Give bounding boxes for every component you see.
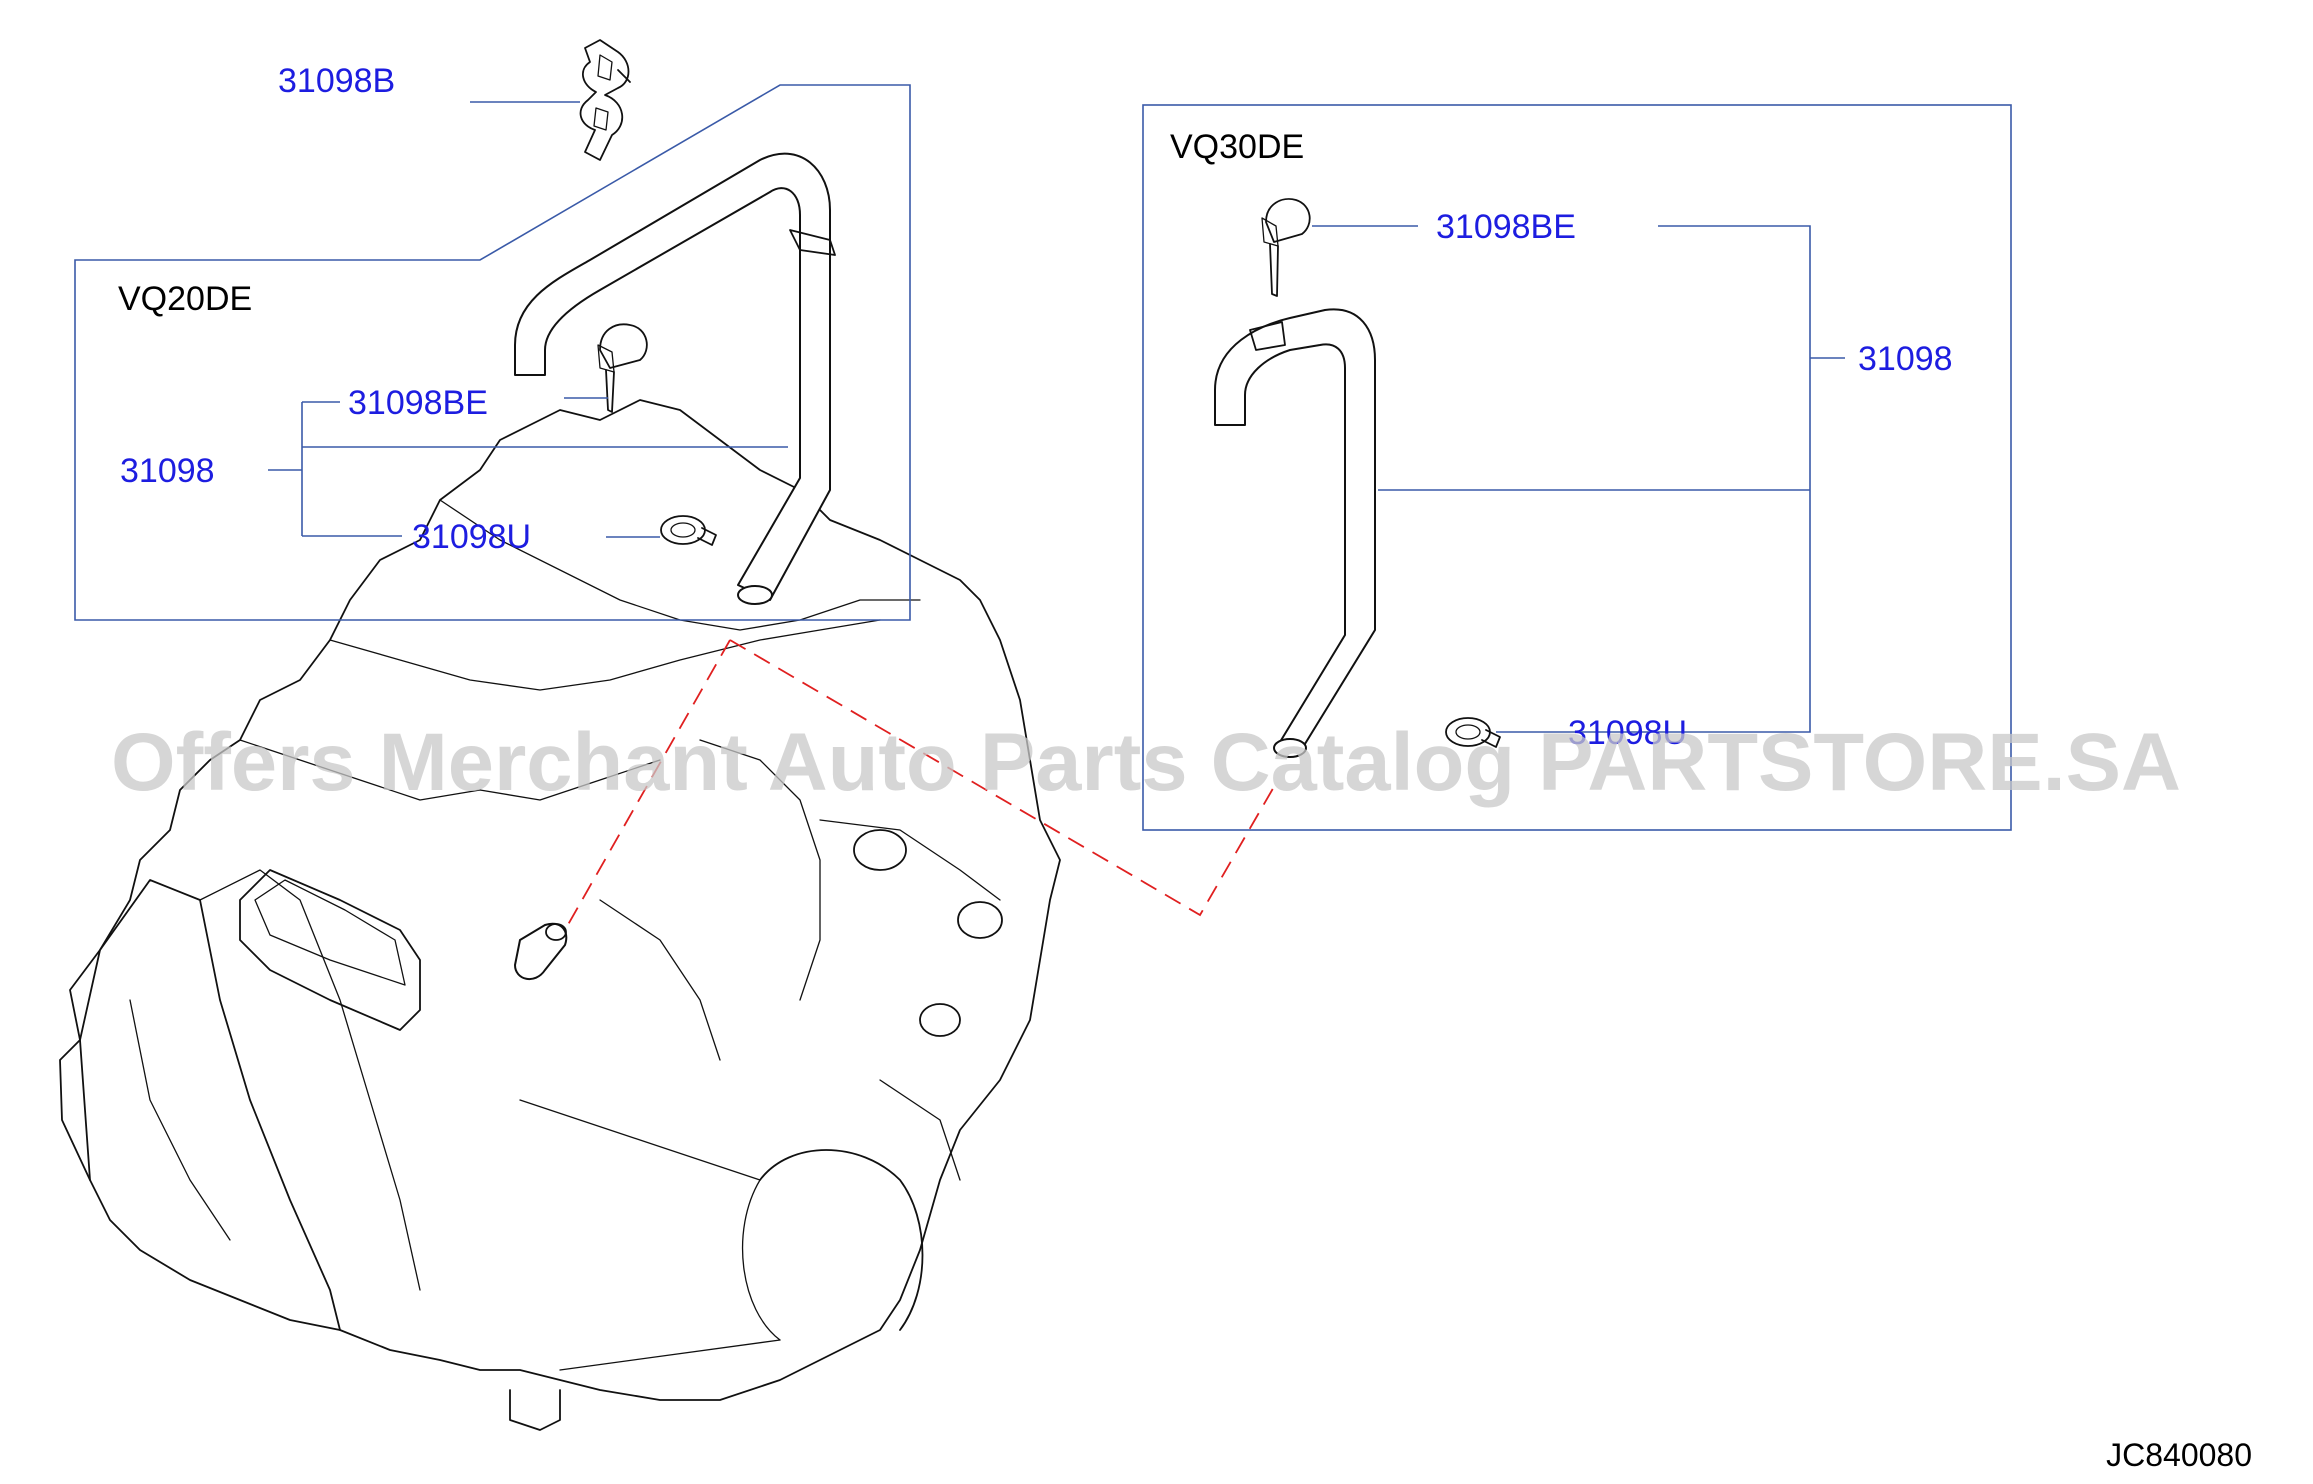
vq30de-clamp-label[interactable]: 31098BE [1436, 208, 1576, 246]
vq20de-hose-drawing [514, 152, 836, 605]
diagram-code: JC840080 [2106, 1437, 2252, 1473]
vq20de-clamp-drawing [597, 323, 648, 413]
vq30de-band-drawing [1445, 717, 1501, 748]
vq30de-hose-label[interactable]: 31098 [1858, 340, 1953, 378]
vq20de-hose-label[interactable]: 31098 [120, 452, 215, 490]
vq30de-clamp-drawing [1261, 198, 1311, 297]
vq20de-panel: VQ20DE 31098BE 31098 31 [74, 84, 911, 621]
vq20de-engine-label: VQ20DE [118, 280, 252, 318]
vq20de-band-label[interactable]: 31098U [412, 518, 531, 556]
connection-lines [564, 639, 1276, 931]
vq20de-frame [74, 84, 911, 621]
vq20de-clamp-label[interactable]: 31098BE [348, 384, 488, 422]
vq30de-band-label[interactable]: 31098U [1568, 714, 1687, 752]
top-clip-drawing [579, 39, 631, 161]
top-clip-label[interactable]: 31098B [278, 62, 395, 100]
vq30de-frame [1142, 104, 2012, 831]
vq30de-panel: VQ30DE 31098BE 31098 31098U [1142, 104, 2012, 831]
vq30de-hose-drawing [1214, 308, 1376, 758]
top-clip-group: 31098B [278, 39, 631, 161]
watermark-text: Offers Merchant Auto Parts Catalog PARTS… [111, 717, 2181, 808]
transmission-housing-drawing [59, 399, 1061, 1431]
vq20de-band-drawing [660, 515, 717, 546]
vq30de-engine-label: VQ30DE [1170, 128, 1304, 166]
